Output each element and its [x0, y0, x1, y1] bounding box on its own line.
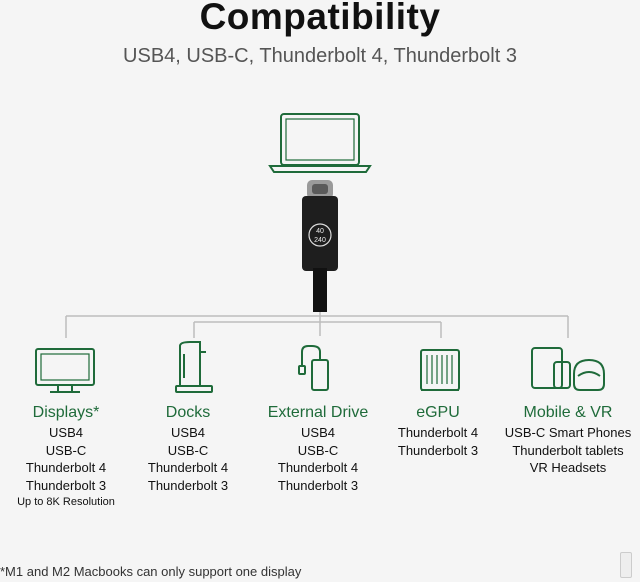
device-note: Up to 8K Resolution [17, 496, 115, 508]
cable-badge-top: 40 [316, 228, 324, 235]
device-spec: USB-C Smart Phones [504, 425, 632, 440]
device-spec: Thunderbolt 3 [25, 477, 107, 493]
device-column-docks: Docks USB4 USB-C Thunderbolt 4 Thunderbo… [128, 402, 248, 494]
device-spec: USB4 [171, 425, 205, 440]
device-spec: Thunderbolt tablets [512, 442, 624, 458]
device-spec: USB-C [45, 442, 87, 458]
cable-connector-icon [302, 180, 338, 312]
device-heading: Mobile & VR [523, 404, 613, 421]
device-spec: Thunderbolt 4 [397, 425, 479, 440]
device-heading: eGPU [416, 404, 460, 421]
device-spec: Thunderbolt 3 [277, 477, 359, 493]
mobile-vr-icon [531, 347, 605, 391]
device-spec: USB4 [301, 425, 335, 440]
device-spec: Thunderbolt 4 [147, 460, 229, 475]
device-spec: Thunderbolt 4 [25, 460, 107, 475]
page-title: Compatibility [199, 0, 441, 37]
device-spec: USB-C [167, 442, 209, 458]
device-spec: USB4 [49, 425, 83, 440]
device-spec: Thunderbolt 3 [397, 442, 479, 458]
watermark-icon [620, 552, 632, 578]
device-spec: Thunderbolt 4 [277, 460, 359, 475]
external-drive-icon [298, 345, 329, 391]
device-heading: Docks [165, 404, 211, 421]
footnote: *M1 and M2 Macbooks can only support one… [0, 564, 302, 579]
laptop-icon [268, 113, 372, 173]
device-column-mobile-vr: Mobile & VR USB-C Smart Phones Thunderbo… [496, 402, 640, 477]
connector-lines [65, 312, 569, 338]
device-spec: VR Headsets [529, 460, 607, 475]
egpu-icon [420, 349, 460, 391]
device-heading: External Drive [267, 404, 369, 421]
page-subtitle: USB4, USB-C, Thunderbolt 4, Thunderbolt … [123, 45, 517, 67]
monitor-icon [35, 348, 95, 393]
device-column-external-drive: External Drive USB4 USB-C Thunderbolt 4 … [252, 402, 384, 494]
device-column-egpu: eGPU Thunderbolt 4 Thunderbolt 3 [382, 402, 494, 459]
device-column-displays: Displays* USB4 USB-C Thunderbolt 4 Thund… [0, 402, 132, 511]
device-spec: USB-C [297, 442, 339, 458]
device-heading: Displays* [32, 404, 100, 421]
dock-icon [175, 341, 213, 393]
device-spec: Thunderbolt 3 [147, 477, 229, 493]
cable-badge-bottom: 240 [314, 237, 326, 244]
